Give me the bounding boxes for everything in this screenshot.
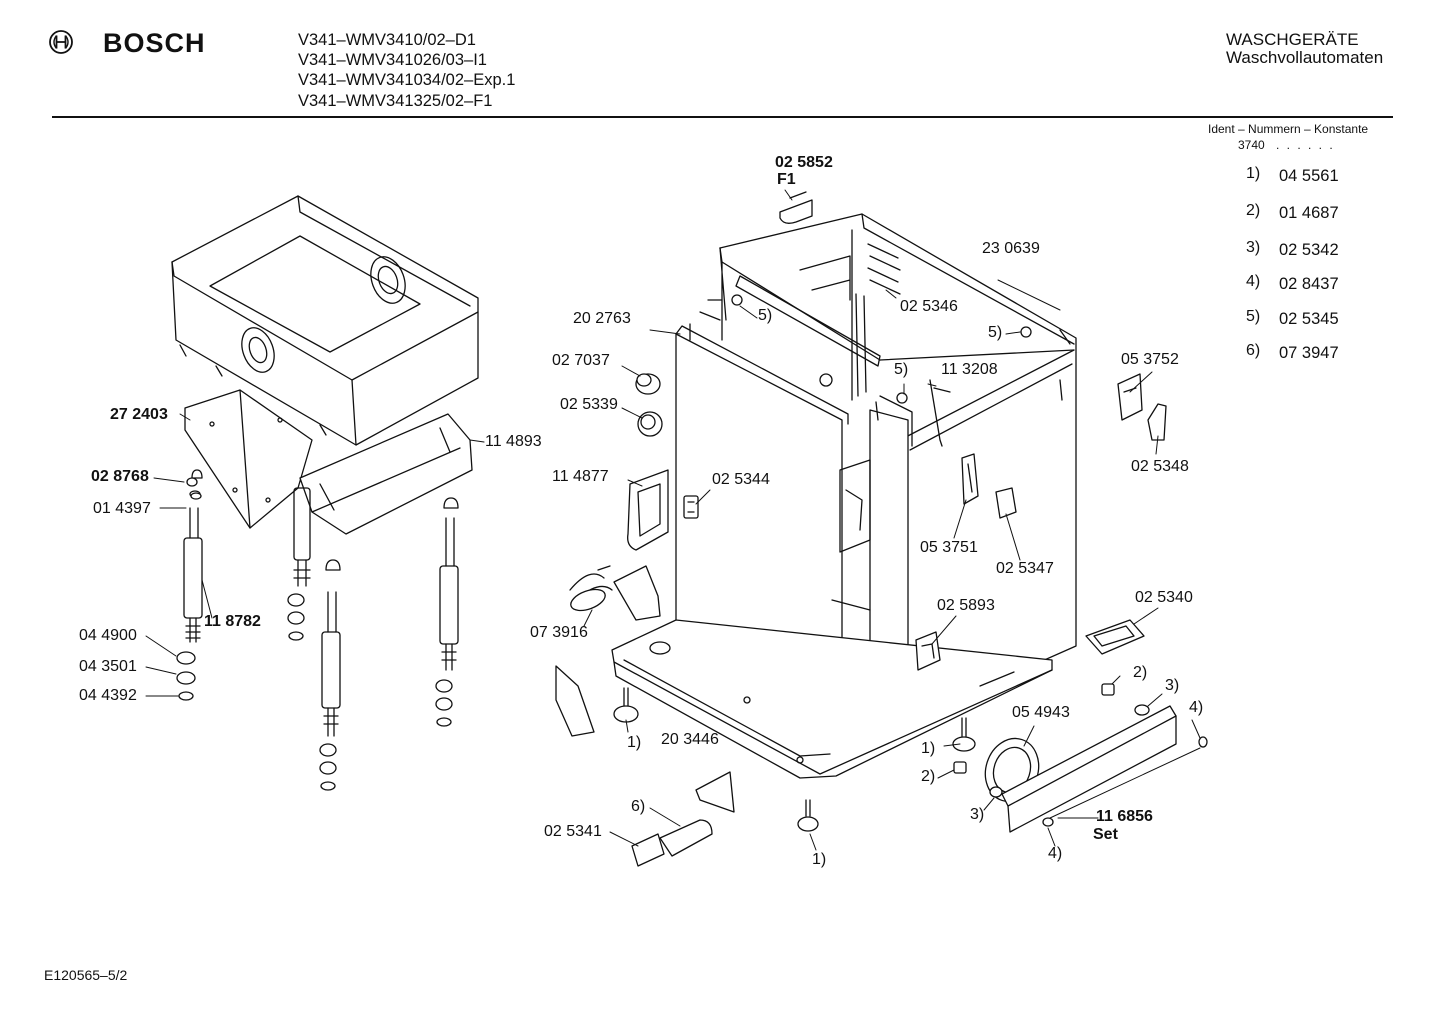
small-parts [187, 295, 1207, 826]
part-label-025340: 02 5340 [1135, 589, 1193, 606]
part-label-025341: 02 5341 [544, 823, 602, 840]
part-label-set: Set [1093, 826, 1118, 843]
bracket-053752 [1118, 374, 1142, 420]
part-label-025347: 02 5347 [996, 560, 1054, 577]
category-title: WASCHGERÄTE [1226, 30, 1359, 49]
drawing-code: E120565–5/2 [44, 967, 128, 983]
ref-label-6: 6) [631, 798, 646, 815]
part-label-025339: 02 5339 [560, 396, 618, 413]
buffer-washers [177, 594, 452, 790]
part-label-203446: 20 3446 [661, 731, 719, 748]
part-label-014397: 01 4397 [93, 500, 151, 517]
shock-absorber-right [440, 498, 458, 670]
legend-value-1: 04 5561 [1279, 167, 1339, 185]
legend-value-3: 02 5342 [1279, 241, 1339, 259]
base-bracket-middle [696, 772, 734, 812]
base-bracket-left [556, 666, 594, 736]
part-label-114877: 11 4877 [552, 468, 609, 485]
part-label-054943: 05 4943 [1012, 704, 1070, 721]
part-label-025348: 02 5348 [1131, 458, 1189, 475]
plinth-116856 [1002, 706, 1176, 832]
part-label-113208: 11 3208 [941, 361, 998, 378]
ref-label-1-b: 1) [921, 740, 936, 757]
capacitor-025341 [632, 820, 712, 866]
part-label-073916: 07 3916 [530, 624, 588, 641]
shock-absorber-left [184, 470, 202, 642]
ref-label-1-a: 1) [627, 734, 642, 751]
brand-name: BOSCH [103, 28, 206, 58]
part-label-025346: 02 5346 [900, 298, 958, 315]
part-label-044900: 04 4900 [79, 627, 137, 644]
part-label-025852: 02 5852 [775, 154, 833, 171]
model-number-1: V341–WMV3410/02–D1 [298, 31, 476, 49]
switch-025347 [996, 488, 1016, 518]
adjustable-feet [614, 688, 975, 831]
part-label-027037: 02 7037 [552, 352, 610, 369]
ref-label-4-a: 4) [1189, 699, 1204, 716]
door-lock-025344 [684, 496, 698, 518]
ref-label-5-c: 5) [894, 361, 909, 378]
ref-label-3-b: 3) [970, 806, 985, 823]
ident-constant: 3740 [1238, 138, 1265, 152]
bosch-armature-logo-icon [49, 30, 73, 54]
part-label-053751: 05 3751 [920, 539, 978, 556]
part-label-272403: 27 2403 [110, 406, 168, 423]
bracket-114893 [300, 414, 472, 534]
tub-support-box [172, 196, 478, 445]
legend-value-5: 02 5345 [1279, 310, 1339, 328]
clip-025348 [1148, 404, 1166, 440]
ref-label-3-a: 3) [1165, 677, 1180, 694]
legend-index-2: 2) [1246, 202, 1261, 219]
ref-label-2-b: 2) [921, 768, 936, 785]
part-label-230639: 23 0639 [982, 240, 1040, 257]
ref-label-2-a: 2) [1133, 664, 1148, 681]
legend-value-2: 01 4687 [1279, 204, 1339, 222]
model-number-4: V341–WMV341325/02–F1 [298, 92, 493, 110]
legend-value-4: 02 8437 [1279, 275, 1339, 293]
part-label-025893: 02 5893 [937, 597, 995, 614]
legend-index-1: 1) [1246, 165, 1261, 182]
leader-lines [146, 190, 1200, 850]
bracket-272403 [185, 390, 312, 528]
legend-value-6: 07 3947 [1279, 344, 1339, 362]
switch-053751 [962, 454, 978, 504]
legend-index-3: 3) [1246, 239, 1261, 256]
part-label-028768: 02 8768 [91, 468, 149, 485]
legend-index-5: 5) [1246, 308, 1261, 325]
door-handle-114877 [628, 470, 668, 550]
ident-constant-dots: . . . . . . [1276, 138, 1335, 152]
clip-025852 [780, 192, 812, 223]
ref-label-5-b: 5) [988, 324, 1003, 341]
ident-title: Ident – Nummern – Konstante [1208, 122, 1369, 136]
part-label-116856: 11 6856 [1096, 808, 1153, 825]
subcategory-title: Waschvollautomaten [1226, 48, 1384, 67]
part-label-043501: 04 3501 [79, 658, 137, 675]
bezel-025340 [1086, 620, 1144, 654]
shock-absorber-middle [294, 488, 340, 736]
part-label-025344: 02 5344 [712, 471, 770, 488]
header-rule [52, 116, 1393, 118]
part-label-f1: F1 [777, 171, 796, 188]
ref-label-1-c: 1) [812, 851, 827, 868]
part-label-114893: 11 4893 [485, 433, 542, 450]
model-number-3: V341–WMV341034/02–Exp.1 [298, 71, 516, 89]
knob-caps [636, 374, 662, 436]
part-label-053752: 05 3752 [1121, 351, 1179, 368]
cable-073916 [568, 566, 660, 620]
ref-label-5-a: 5) [758, 307, 773, 324]
part-label-118782: 11 8782 [204, 613, 261, 630]
part-label-202763: 20 2763 [573, 310, 631, 327]
base-frame-203446 [612, 620, 1052, 778]
ref-label-4-b: 4) [1048, 845, 1063, 862]
model-number-2: V341–WMV341026/03–I1 [298, 51, 487, 69]
legend-index-4: 4) [1246, 273, 1261, 290]
legend-index-6: 6) [1246, 342, 1261, 359]
part-label-044392: 04 4392 [79, 687, 137, 704]
